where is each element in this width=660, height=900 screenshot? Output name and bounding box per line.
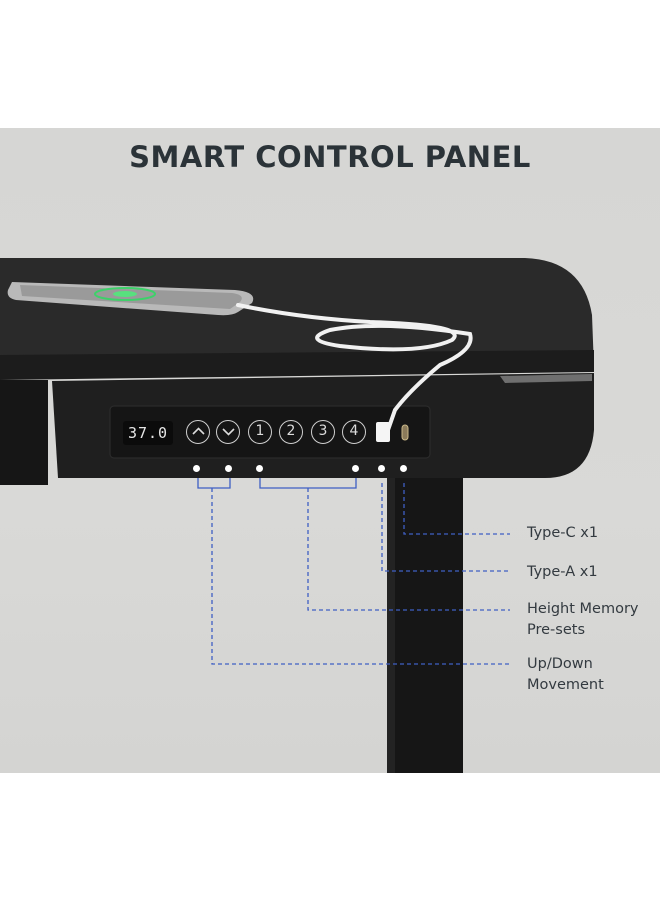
housing-highlight (500, 374, 592, 383)
callout-line: Pre-sets (527, 622, 585, 638)
callout-height-memory: Height Memory Pre-sets (527, 599, 639, 641)
usb-a-plug (376, 422, 390, 442)
preset-1-button[interactable]: 1 (248, 420, 272, 444)
callout-line: Movement (527, 677, 604, 693)
callout-type-a: Type-A x1 (527, 562, 598, 583)
leader-lines (197, 478, 510, 665)
marker-dot-up (193, 465, 200, 472)
callout-line: Type-C x1 (527, 525, 599, 541)
callout-up-down: Up/Down Movement (527, 654, 604, 696)
marker-dot-preset-4 (352, 465, 359, 472)
leg-highlight (387, 470, 395, 773)
callout-type-c: Type-C x1 (527, 523, 598, 544)
marker-dot-type-c (400, 465, 407, 472)
callout-line: Type-A x1 (527, 564, 598, 580)
right-leg (387, 470, 463, 773)
preset-2-button[interactable]: 2 (279, 420, 303, 444)
callout-line: Up/Down (527, 656, 593, 672)
desktop-edge (0, 350, 594, 380)
smartphone (7, 282, 254, 316)
page-title: SMART CONTROL PANEL (129, 140, 531, 174)
marker-dot-down (225, 465, 232, 472)
marker-dot-type-a (378, 465, 385, 472)
preset-4-button[interactable]: 4 (342, 420, 366, 444)
left-leg (0, 380, 48, 485)
chevron-up-icon (188, 427, 209, 446)
marker-dot-preset-1 (256, 465, 263, 472)
up-button[interactable] (186, 420, 210, 444)
preset-3-button[interactable]: 3 (311, 420, 335, 444)
usb-cable (236, 303, 473, 432)
height-display: 37.0 (123, 421, 173, 445)
chevron-down-icon (218, 428, 239, 446)
down-button[interactable] (216, 420, 240, 444)
callout-line: Height Memory (527, 601, 639, 617)
usb-c-port (401, 424, 409, 441)
